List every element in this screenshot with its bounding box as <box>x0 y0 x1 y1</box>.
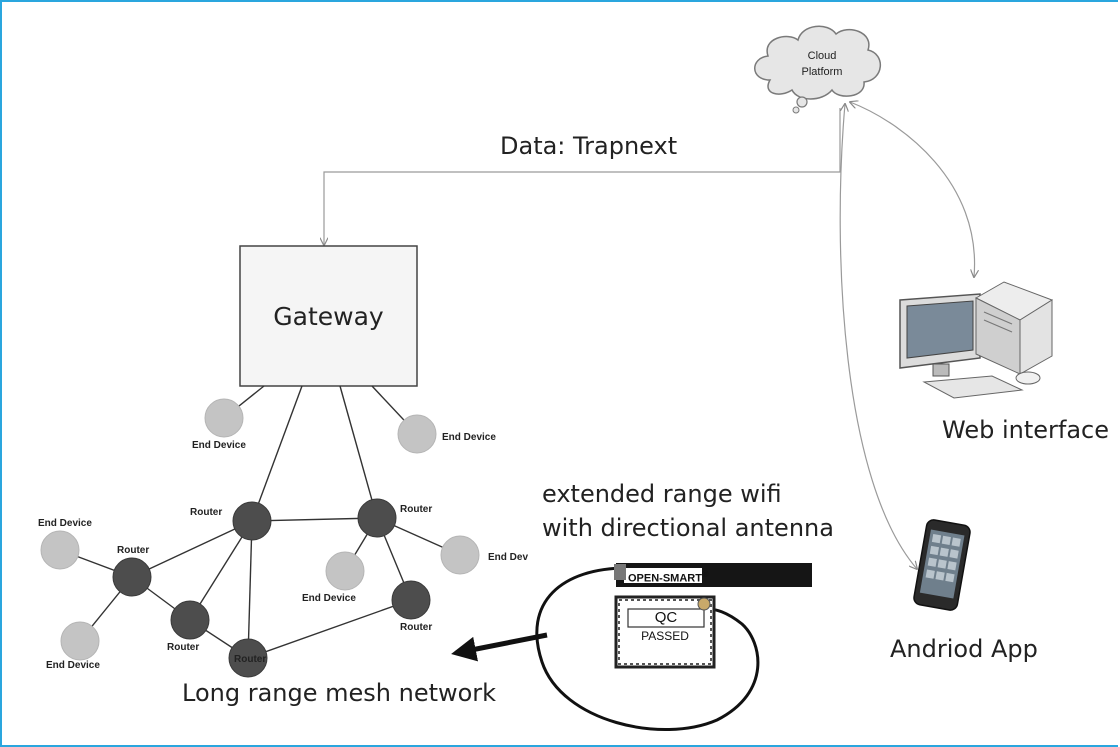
router-node <box>232 501 272 541</box>
router-nodes <box>112 498 431 678</box>
end-device-node <box>60 621 100 661</box>
cloud-label-line1: Cloud <box>807 50 837 62</box>
router-node <box>112 557 152 597</box>
android-app-label: Andriod App <box>890 635 1038 663</box>
router-label: Router <box>167 642 200 653</box>
qc-label: QC <box>654 609 678 626</box>
cloud-app-connector <box>839 104 917 569</box>
end-device-label: End Device <box>302 593 356 604</box>
router-label: Router <box>117 545 150 556</box>
router-label: Router <box>234 654 267 665</box>
gateway-label: Gateway <box>273 302 384 331</box>
data-flow-label: Data: Trapnext <box>500 132 678 160</box>
cloud-label-line2: Platform <box>801 66 843 78</box>
mesh-network-label: Long range mesh network <box>182 679 497 707</box>
end-device-label: End Device <box>38 518 92 529</box>
router-node <box>357 498 397 538</box>
phone-icon <box>913 519 971 611</box>
module-brand-label: OPEN-SMART® <box>628 569 709 585</box>
router-label: Router <box>400 504 433 515</box>
router-node <box>228 638 268 678</box>
router-label: Router <box>190 507 223 518</box>
antenna-cable <box>535 566 760 731</box>
registered-mark: ® <box>701 569 709 579</box>
wifi-label-line2: with directional antenna <box>542 514 834 542</box>
router-node <box>391 580 431 620</box>
gateway-box <box>239 245 418 387</box>
end-device-node <box>325 551 365 591</box>
end-device-label: End Device <box>46 660 100 671</box>
end-device-nodes <box>40 398 480 661</box>
end-device-label: End Device <box>442 432 496 443</box>
wifi-label-line1: extended range wifi <box>542 480 782 508</box>
end-device-label: End Device <box>192 440 246 451</box>
end-device-node <box>40 530 80 570</box>
end-device-node <box>397 414 437 454</box>
passed-label: PASSED <box>641 629 689 643</box>
router-label: Router <box>400 622 433 633</box>
end-device-label-truncated: End Dev <box>488 552 529 563</box>
cloud-web-connector <box>850 102 975 277</box>
end-device-node <box>440 535 480 575</box>
cloud-gateway-connector <box>324 108 841 245</box>
module-to-mesh-arrow <box>451 632 548 662</box>
module-brand-text: OPEN-SMART <box>628 572 702 585</box>
router-node <box>170 600 210 640</box>
computer-icon <box>899 281 1054 399</box>
end-device-node <box>204 398 244 438</box>
wifi-module-icon <box>614 595 716 669</box>
web-interface-label: Web interface <box>942 416 1109 444</box>
cloud-icon <box>754 25 882 114</box>
antenna-icon <box>614 563 812 587</box>
cloud-label: Cloud Platform <box>792 48 852 80</box>
